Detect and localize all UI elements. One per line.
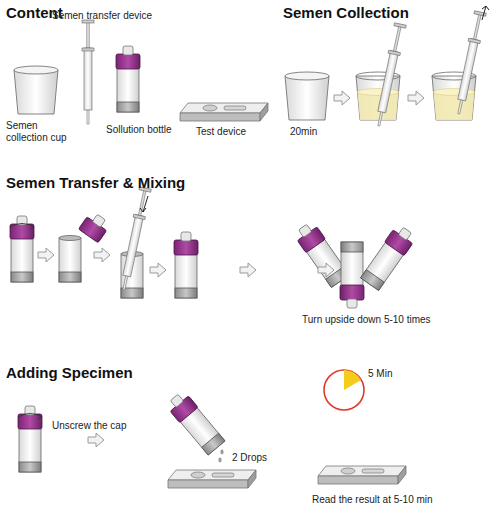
- step-label: 2 Drops: [232, 452, 267, 464]
- step-label: Semen transfer device: [52, 10, 152, 22]
- step-label: Semen collection cup: [6, 120, 81, 143]
- step-label: Test device: [196, 126, 246, 138]
- step-label: Unscrew the cap: [52, 420, 126, 432]
- section-heading: Adding Specimen: [6, 364, 133, 381]
- step-label: Read the result at 5-10 min: [312, 494, 433, 506]
- step-label: 20min: [290, 126, 317, 138]
- step-label: Sollution bottle: [106, 124, 172, 136]
- step-label: 5 Min: [368, 368, 392, 380]
- section-heading: Semen Transfer & Mixing: [6, 174, 185, 191]
- section-heading: Semen Collection: [283, 4, 409, 21]
- step-label: Turn upside down 5-10 times: [302, 314, 431, 326]
